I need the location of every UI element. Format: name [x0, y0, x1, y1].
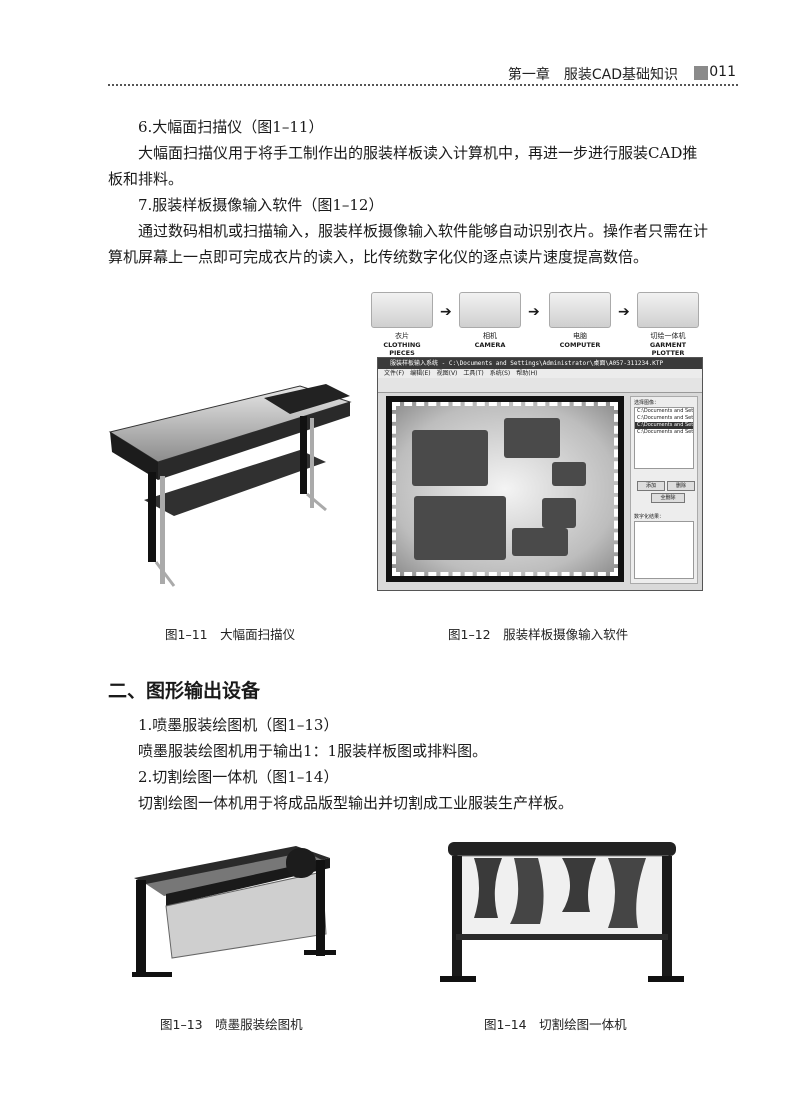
list-item[interactable]: C:\Documents and Setti — [637, 408, 693, 414]
workflow-strip: 衣片 CLOTHING PIECES ➔ 相机 CAMERA ➔ 电脑 COMP… — [370, 292, 704, 358]
clothing-pieces-icon — [371, 292, 433, 328]
garment-plotter-icon — [637, 292, 699, 328]
list-item[interactable]: C:\Documents and Setti — [635, 422, 693, 429]
cutting-plotter-image — [440, 842, 684, 982]
pattern-piece — [504, 418, 560, 458]
calibration-board — [392, 402, 618, 576]
arrow-right-icon: ➔ — [528, 304, 540, 320]
arrow-right-icon: ➔ — [618, 304, 630, 320]
chapter-title: 第一章 服装CAD基础知识 — [507, 67, 678, 83]
window-title: 服装样板输入系统 - C:\Documents and Settings\Adm… — [378, 358, 702, 369]
section-heading-output-devices: 二、图形输出设备 — [108, 680, 261, 702]
list-item[interactable]: C:\Documents and Setti — [637, 415, 693, 421]
flow-label-zh: 相机 — [483, 332, 497, 340]
pattern-piece — [412, 430, 488, 486]
pattern-piece — [512, 528, 568, 556]
figure-1-11-caption: 图1–11 大幅面扫描仪 — [165, 627, 296, 642]
pattern-piece — [552, 462, 586, 486]
section-6-title: 6.大幅面扫描仪（图1–11） — [138, 118, 324, 136]
list-item[interactable]: C:\Documents and Setti — [637, 429, 693, 435]
flow-label-zh: 切绘一体机 — [650, 332, 686, 340]
figure-1-12-caption: 图1–12 服装样板摄像输入软件 — [448, 627, 629, 642]
flow-label-en: CAMERA — [474, 341, 506, 349]
section-1-body: 喷墨服装绘图机用于输出1：1服装样板图或排料图。 — [138, 742, 488, 760]
inkjet-plotter-image — [132, 846, 336, 977]
menu-bar[interactable]: 文件(F) 编辑(E) 视图(V) 工具(T) 系统(S) 帮助(H) — [378, 369, 702, 378]
flow-step-camera: 相机 CAMERA — [458, 292, 522, 349]
figure-1-13-caption: 图1–13 喷墨服装绘图机 — [160, 1017, 303, 1032]
figure-1-14-caption: 图1–14 切割绘图一体机 — [484, 1017, 627, 1032]
section-7-body: 通过数码相机或扫描输入，服装样板摄像输入软件能够自动识别衣片。操作者只需在计算机… — [108, 222, 709, 266]
image-list[interactable]: C:\Documents and Setti C:\Documents and … — [634, 407, 694, 469]
flow-label-en: CLOTHING PIECES — [383, 341, 421, 357]
camera-icon — [459, 292, 521, 328]
large-format-scanner-image — [108, 384, 352, 587]
thumbs-label: 数字化结果： — [634, 514, 665, 520]
flow-label-zh: 电脑 — [573, 332, 587, 340]
flow-label-en: COMPUTER — [559, 341, 601, 349]
add-button[interactable]: 添加 — [637, 481, 665, 491]
flow-label-en: GARMENT PLOTTER — [649, 341, 687, 357]
pattern-piece — [414, 496, 506, 560]
computer-icon — [549, 292, 611, 328]
image-list-label: 选择图像： — [634, 400, 660, 406]
delete-all-button[interactable]: 全删除 — [651, 493, 685, 503]
capture-canvas[interactable] — [386, 396, 624, 582]
header-marker-icon — [694, 66, 708, 80]
toolbar[interactable] — [378, 378, 702, 393]
section-2-title: 2.切割绘图一体机（图1–14） — [138, 768, 339, 786]
flow-step-clothing-pieces: 衣片 CLOTHING PIECES — [370, 292, 434, 357]
flow-step-garment-plotter: 切绘一体机 GARMENT PLOTTER — [636, 292, 700, 357]
section-6-body: 大幅面扫描仪用于将手工制作出的服装样板读入计算机中，再进一步进行服装CAD推板和… — [108, 144, 698, 188]
pattern-piece — [542, 498, 576, 528]
section-2-body: 切割绘图一体机用于将成品版型输出并切割成工业服装生产样板。 — [138, 794, 574, 812]
flow-label-zh: 衣片 — [395, 332, 409, 340]
page-number: 011 — [709, 64, 736, 80]
thumbnail-panel — [634, 521, 694, 579]
section-7-title: 7.服装样板摄像输入软件（图1–12） — [138, 196, 384, 214]
header-divider — [108, 84, 738, 86]
delete-button[interactable]: 删除 — [667, 481, 695, 491]
section-1-title: 1.喷墨服装绘图机（图1–13） — [138, 716, 339, 734]
software-window: 服装样板输入系统 - C:\Documents and Settings\Adm… — [377, 357, 703, 591]
side-panel: 选择图像： C:\Documents and Setti C:\Document… — [630, 396, 698, 584]
arrow-right-icon: ➔ — [440, 304, 452, 320]
flow-step-computer: 电脑 COMPUTER — [548, 292, 612, 349]
page-header: 第一章 服装CAD基础知识 011 — [108, 58, 738, 86]
